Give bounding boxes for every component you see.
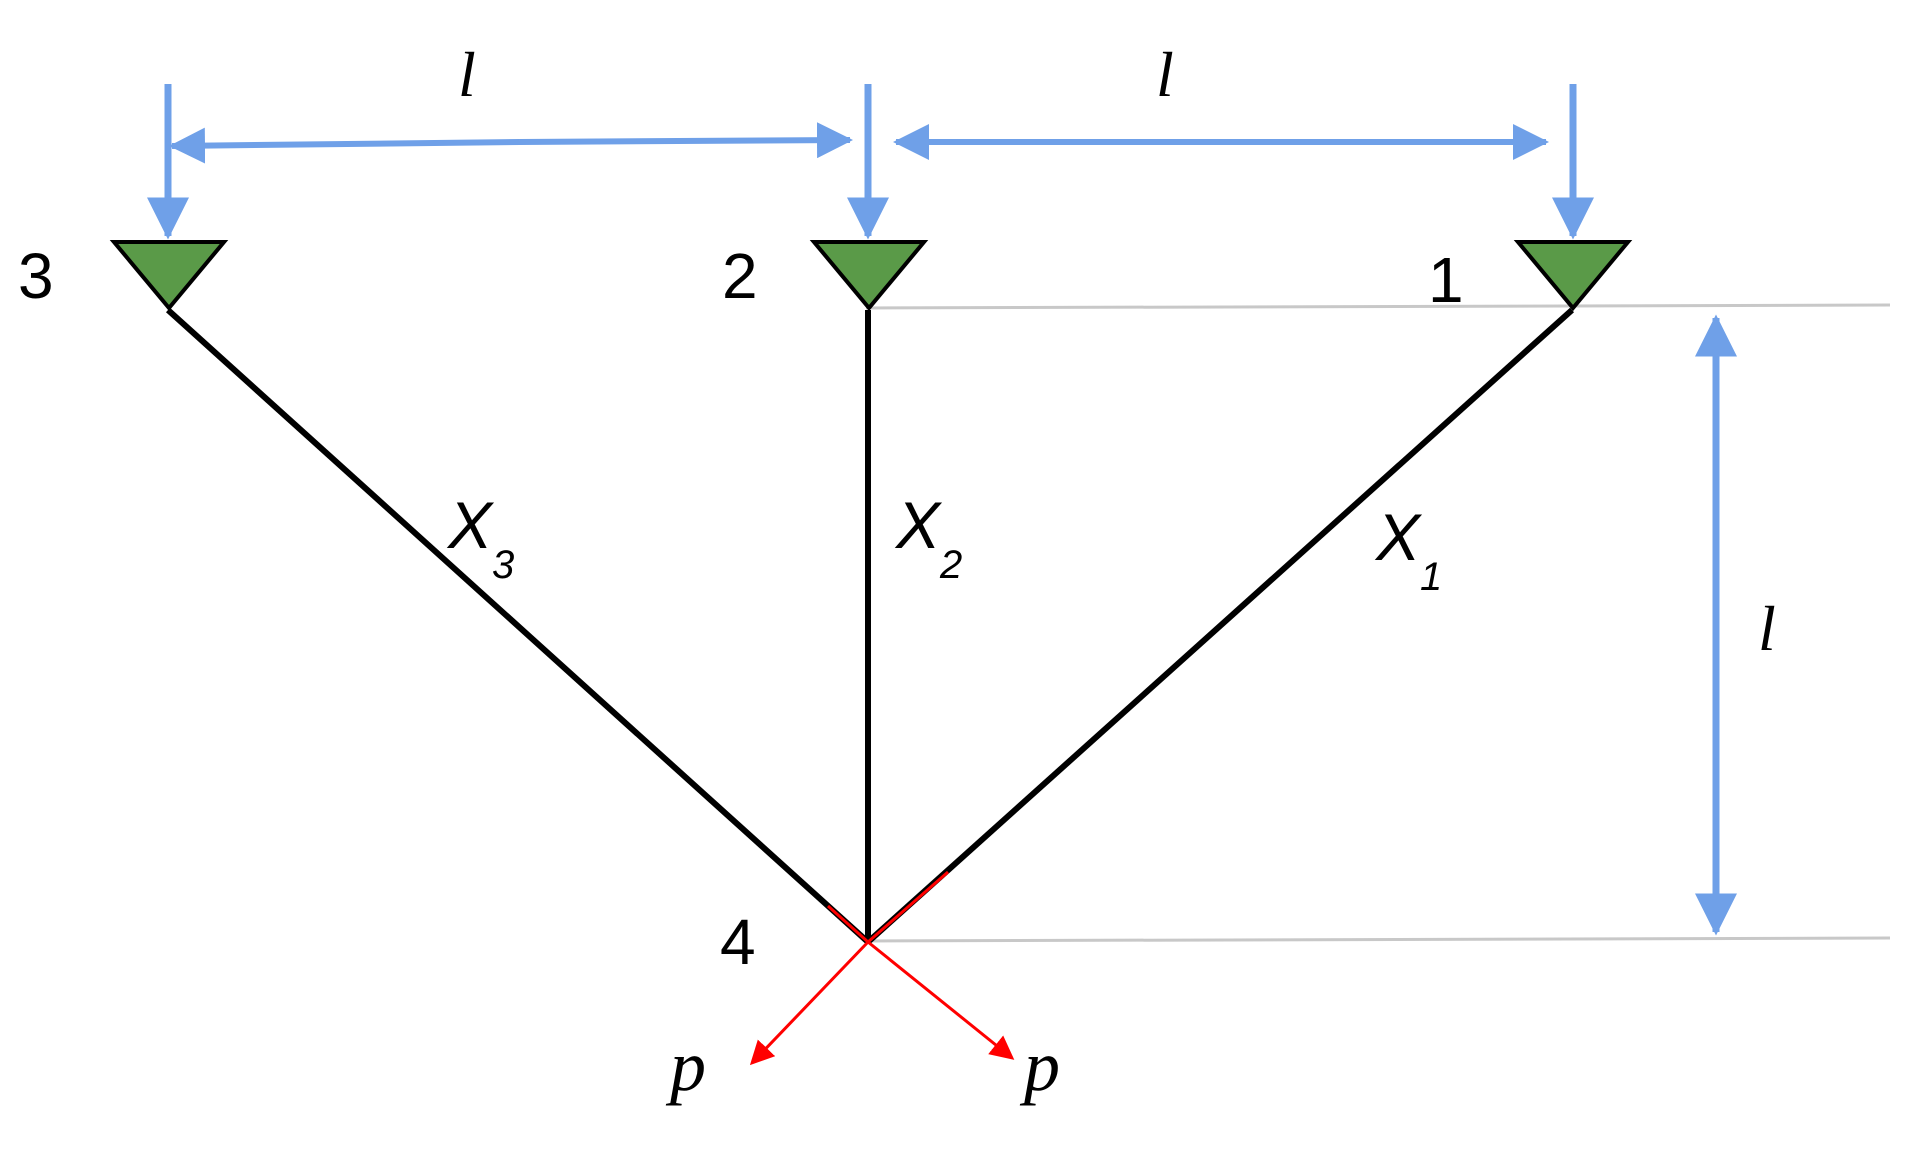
member-x2-label: X2 — [894, 488, 962, 587]
member-x2-subscript: 2 — [939, 543, 962, 587]
member-x2-symbol: X — [894, 488, 943, 562]
span-right-label: l — [1156, 39, 1174, 110]
member-x3-label: X3 — [446, 488, 514, 587]
node-2-label: 2 — [722, 240, 758, 312]
member-x1-symbol: X — [1374, 500, 1423, 574]
member-x1-subscript: 1 — [1420, 555, 1442, 599]
support-1-icon — [1513, 240, 1633, 312]
member-x3 — [165, 307, 871, 945]
load-arrow-left — [749, 940, 870, 1066]
load-left-label: p — [665, 1026, 706, 1106]
load-tick-left — [826, 904, 870, 944]
top-guide-line — [865, 303, 1891, 310]
support-2-icon — [809, 240, 929, 312]
height-label: l — [1758, 593, 1776, 664]
bottom-guide-line — [865, 936, 1891, 943]
span-left-label: l — [458, 39, 476, 110]
load-arrow-right — [867, 940, 1015, 1060]
member-x3-subscript: 3 — [492, 543, 514, 587]
member-x3-symbol: X — [446, 488, 495, 562]
node-3-label: 3 — [18, 240, 54, 312]
member-x1 — [865, 307, 1575, 945]
node-4-label: 4 — [720, 906, 756, 978]
load-right-label: p — [1019, 1026, 1060, 1106]
span-left-dimension-arrow-a — [169, 127, 521, 164]
node-1-label: 1 — [1428, 244, 1464, 316]
span-left-dimension-arrow-b — [519, 122, 853, 159]
load-tick-right — [867, 870, 949, 944]
member-x1-label: X1 — [1374, 500, 1442, 599]
support-3-icon — [109, 240, 229, 312]
